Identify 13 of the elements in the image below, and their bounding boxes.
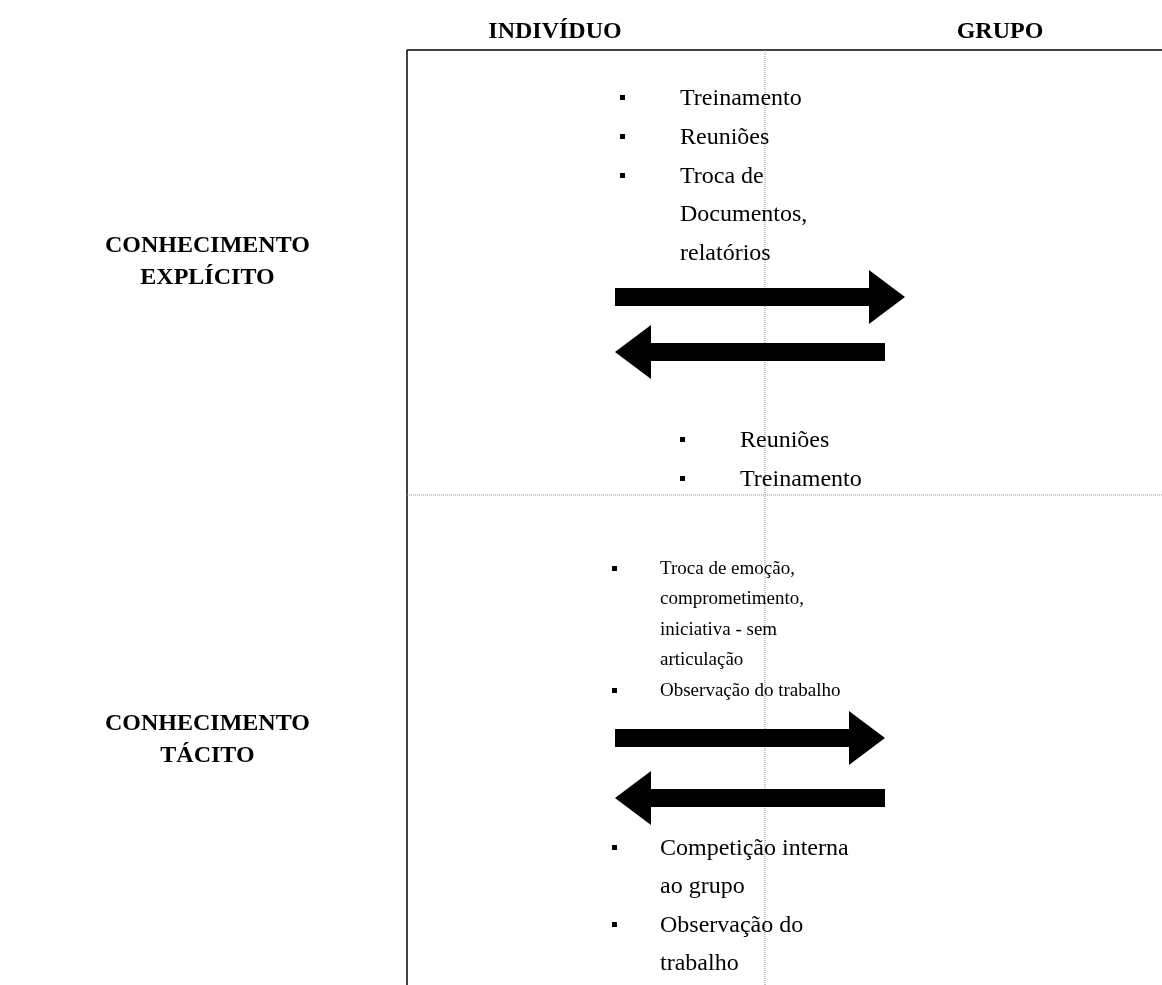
- row-heading: CONHECIMENTO EXPLÍCITO: [104, 230, 311, 292]
- row-heading: CONHECIMENTO TÁCITO: [104, 708, 311, 770]
- list-item-text: Observação do trabalho: [660, 910, 805, 978]
- list-item-text: Troca de emoção, comprometimento, iniciativa - sem articulação: [660, 556, 806, 672]
- list-item-text: Treinamento: [740, 464, 863, 493]
- list-item-text: Treinamento: [680, 83, 803, 112]
- column-heading: GRUPO: [955, 16, 1045, 45]
- column-heading: INDIVÍDUO: [487, 16, 623, 45]
- list-item-text: Troca de Documentos, relatórios: [680, 161, 809, 267]
- list-item-text: Reuniões: [740, 425, 831, 454]
- list-item-text: Observação do trabalho: [660, 678, 842, 702]
- list-item-text: Reuniões: [680, 122, 771, 151]
- list-item-text: Competição interna ao grupo: [660, 833, 850, 901]
